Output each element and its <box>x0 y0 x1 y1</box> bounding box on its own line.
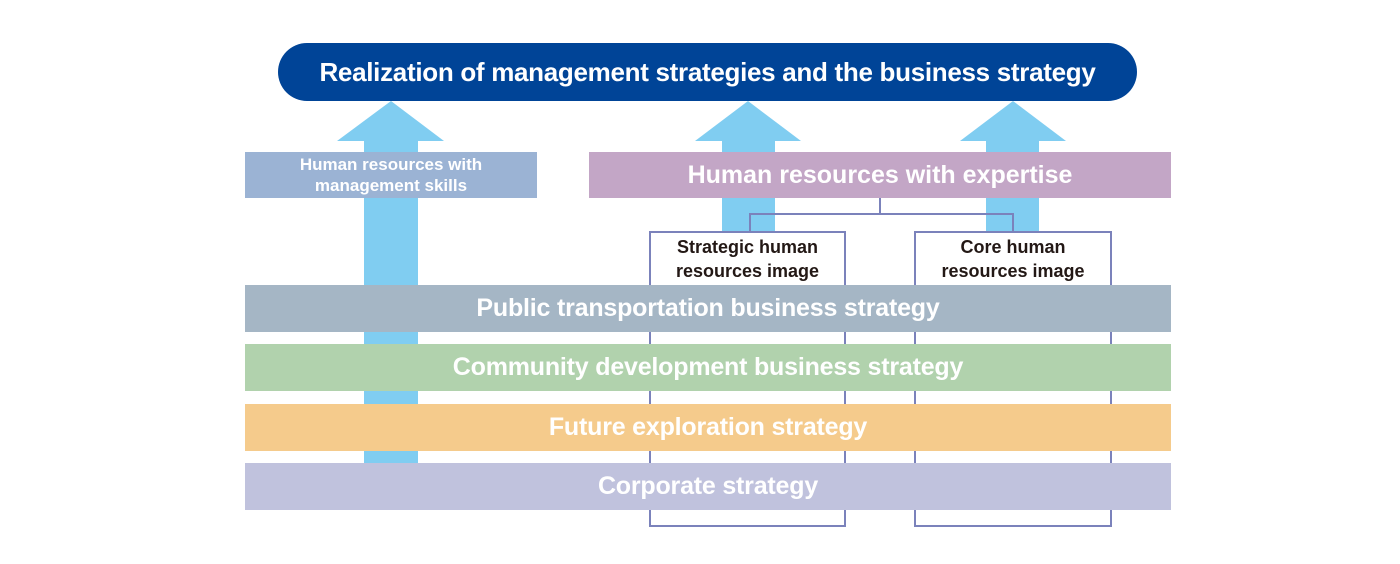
connector-right-drop <box>1012 213 1014 233</box>
core-image-line2: resources image <box>941 261 1085 281</box>
management-skills-line2: management skills <box>314 176 468 195</box>
core-image-line1: Core human <box>960 237 1066 257</box>
strategy-band-public-transportation: Public transportation business strategy <box>245 285 1171 332</box>
strategy-band-community-development: Community development business strategy <box>245 344 1171 391</box>
goal-banner: Realization of management strategies and… <box>278 43 1137 101</box>
management-skills-line1: Human resources with <box>299 155 483 174</box>
expertise-label: Human resources with expertise <box>687 160 1073 189</box>
connector-vertical <box>879 196 881 215</box>
strategy-band-corporate: Corporate strategy <box>245 463 1171 510</box>
strategic-image-line1: Strategic human <box>676 237 818 257</box>
connector-horizontal <box>749 213 1014 215</box>
management-skills-box: Human resources with management skills <box>245 152 537 198</box>
expertise-box: Human resources with expertise <box>589 152 1171 198</box>
strategy-band-label: Community development business strategy <box>452 353 964 381</box>
strategy-band-label: Public transportation business strategy <box>476 294 940 322</box>
core-image-label: Core human resources image <box>916 233 1110 285</box>
strategic-image-line2: resources image <box>675 261 820 281</box>
strategy-band-label: Corporate strategy <box>597 472 819 500</box>
connector-left-drop <box>749 213 751 233</box>
strategy-band-label: Future exploration strategy <box>548 413 868 441</box>
goal-banner-label: Realization of management strategies and… <box>319 56 1096 87</box>
strategy-band-future-exploration: Future exploration strategy <box>245 404 1171 451</box>
strategic-image-label: Strategic human resources image <box>651 233 844 285</box>
